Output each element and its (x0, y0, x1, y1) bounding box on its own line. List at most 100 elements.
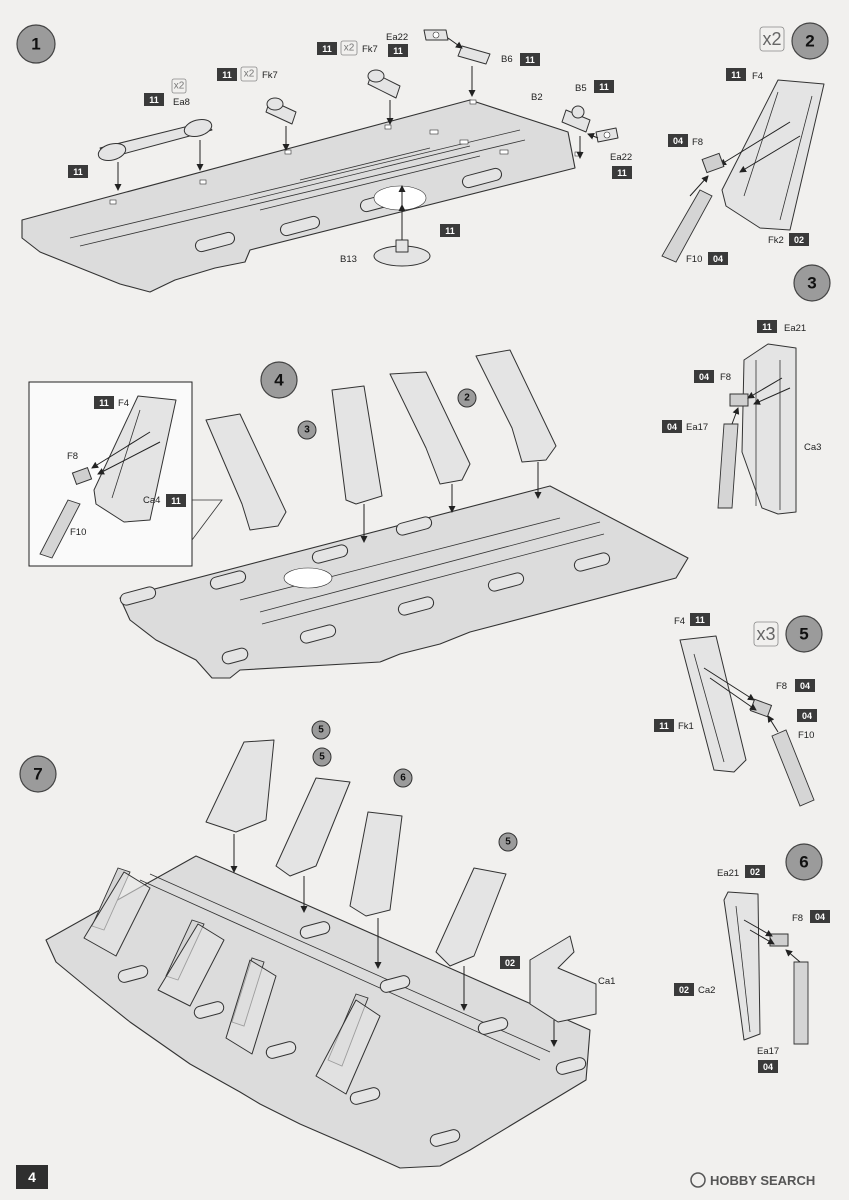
svg-text:5: 5 (319, 752, 325, 763)
part-ea17-step6 (793, 961, 809, 1045)
step-3-marker (793, 264, 831, 302)
part-f8-step3 (729, 393, 749, 407)
upright-7a (205, 739, 275, 833)
svg-text:11: 11 (445, 226, 455, 236)
svg-text:02: 02 (505, 958, 515, 968)
plate-roller-1 (194, 231, 236, 253)
upright-a (205, 413, 287, 531)
badge-b07: 11 (612, 166, 632, 179)
label-ea8: Ea8 (173, 97, 190, 108)
svg-text:x3: x3 (756, 624, 775, 644)
upright-c (389, 371, 471, 485)
qty-marker-2: x2 (240, 66, 258, 82)
label-b13: B13 (340, 254, 357, 265)
part-f8-inset (71, 466, 93, 486)
badge-b19: 11 (166, 494, 186, 507)
inset-leader (191, 499, 223, 541)
part-ca2 (723, 891, 761, 1041)
svg-text:x2: x2 (244, 69, 255, 80)
step-1-number: 1 (31, 35, 40, 54)
step-6-marker (785, 843, 823, 881)
sub-ref-d (312, 747, 332, 767)
svg-text:2: 2 (464, 393, 470, 404)
label-ea21-step3: Ea21 (784, 323, 806, 334)
hobbysearch-logo-icon (690, 1172, 706, 1188)
sub-ref-f (498, 832, 518, 852)
upright-b (331, 385, 383, 505)
svg-text:04: 04 (815, 912, 825, 922)
svg-text:04: 04 (699, 372, 709, 382)
svg-text:11: 11 (695, 615, 705, 625)
label-ca1: Ca1 (598, 976, 615, 987)
badge-b21: 04 (795, 679, 815, 692)
badge-b15: 11 (94, 396, 114, 409)
svg-text:11: 11 (171, 496, 181, 506)
label-f8-step5: F8 (776, 681, 787, 692)
label-ca2: Ca2 (698, 985, 715, 996)
svg-text:x2: x2 (344, 43, 355, 54)
svg-text:6: 6 (400, 773, 406, 784)
badge-b05: 11 (520, 53, 540, 66)
sub-ref-a (297, 420, 317, 440)
label-f8-step6: F8 (792, 913, 803, 924)
label-f8-inset: F8 (67, 451, 78, 462)
step-2-group: 2 x2 11 F4 04 F8 Fk2 02 F10 04 (661, 22, 829, 265)
step-4-group: 4 11 F4 F8 Ca4 11 F10 (28, 349, 689, 679)
upright-d (475, 349, 557, 463)
svg-text:04: 04 (673, 136, 683, 146)
plate-roller-2 (279, 215, 321, 237)
label-f4-step5: F4 (674, 616, 685, 627)
part-ea17-step3 (717, 423, 739, 509)
part-b6 (457, 45, 491, 65)
svg-text:6: 6 (799, 853, 808, 872)
svg-text:4: 4 (28, 1169, 36, 1185)
svg-text:11: 11 (659, 721, 669, 731)
step-1-marker (16, 24, 56, 64)
label-fk2: Fk2 (768, 235, 784, 246)
label-ea17-step6: Ea17 (757, 1046, 779, 1057)
upright-7c (349, 811, 403, 917)
svg-text:04: 04 (800, 681, 810, 691)
upright-7d (435, 867, 507, 967)
part-f10-step2 (661, 189, 713, 263)
svg-text:11: 11 (99, 398, 109, 408)
label-ea17-step3: Ea17 (686, 422, 708, 433)
part-fk1 (679, 635, 747, 773)
part-ca3 (741, 343, 797, 515)
qty-marker-5: x3 (753, 621, 779, 647)
step-5-marker (785, 615, 823, 653)
svg-text:02: 02 (750, 867, 760, 877)
svg-text:04: 04 (802, 711, 812, 721)
part-f8-step2 (701, 152, 725, 174)
step-5-group: 5 x3 F4 11 F8 04 04 F10 11 Fk1 (654, 613, 823, 807)
badge-b09: 11 (440, 224, 460, 237)
badge-b16: 04 (694, 370, 714, 383)
label-fk7-left: Fk7 (262, 70, 278, 81)
badge-b27: 04 (758, 1060, 778, 1073)
label-f10-inset: F10 (70, 527, 86, 538)
badge-b06: 11 (594, 80, 614, 93)
badge-b20: 11 (690, 613, 710, 626)
svg-text:11: 11 (222, 70, 232, 80)
svg-text:11: 11 (599, 82, 609, 92)
label-f10-step5: F10 (798, 730, 814, 741)
svg-text:11: 11 (393, 46, 403, 56)
svg-text:5: 5 (799, 625, 808, 644)
part-f10-inset (39, 499, 81, 559)
step-6-group: 6 Ea21 02 F8 04 02 Ca2 Ea17 04 (674, 843, 830, 1073)
upright-7b (275, 777, 351, 877)
badge-b01: 11 (144, 93, 164, 106)
badge-b13: 04 (708, 252, 728, 265)
step-3-group: 3 11 Ea21 04 F8 04 Ea17 Ca3 (662, 264, 831, 515)
label-ea21-step6: Ea21 (717, 868, 739, 879)
svg-text:02: 02 (794, 235, 804, 245)
step-7-group: 7 5 5 (19, 720, 615, 1169)
label-ea22-top: Ea22 (386, 32, 408, 43)
badge-b26: 02 (674, 983, 694, 996)
svg-text:5: 5 (505, 837, 511, 848)
badge-b12: 04 (668, 134, 688, 147)
badge-b24: 02 (745, 865, 765, 878)
label-b6: B6 (501, 54, 513, 65)
